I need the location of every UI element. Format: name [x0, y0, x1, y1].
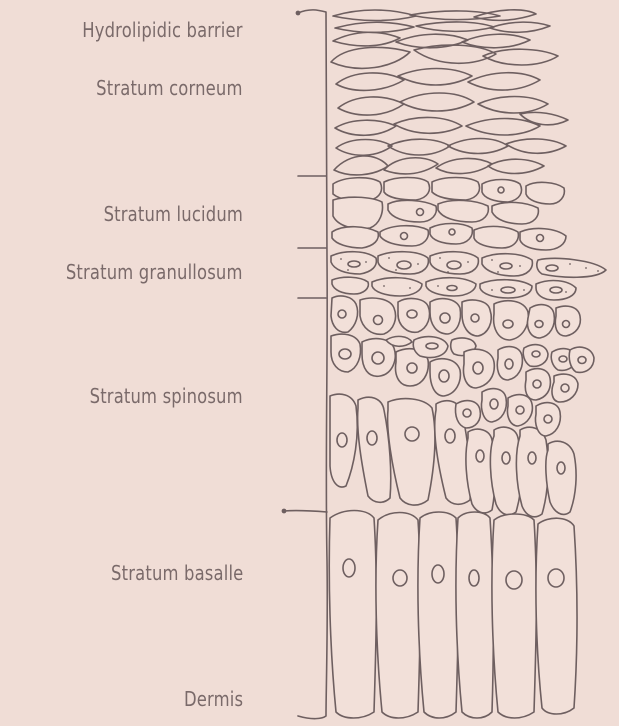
stratum-lucidum-cells — [332, 178, 566, 251]
layer-bracket — [282, 10, 328, 719]
stratum-corneum-cells — [331, 45, 568, 175]
stratum-spinosum-cells — [330, 296, 594, 517]
stratum-granullosum-cells — [331, 252, 606, 300]
stratum-basalle-cells — [329, 511, 577, 719]
hydrolipidic-cells — [333, 10, 550, 48]
